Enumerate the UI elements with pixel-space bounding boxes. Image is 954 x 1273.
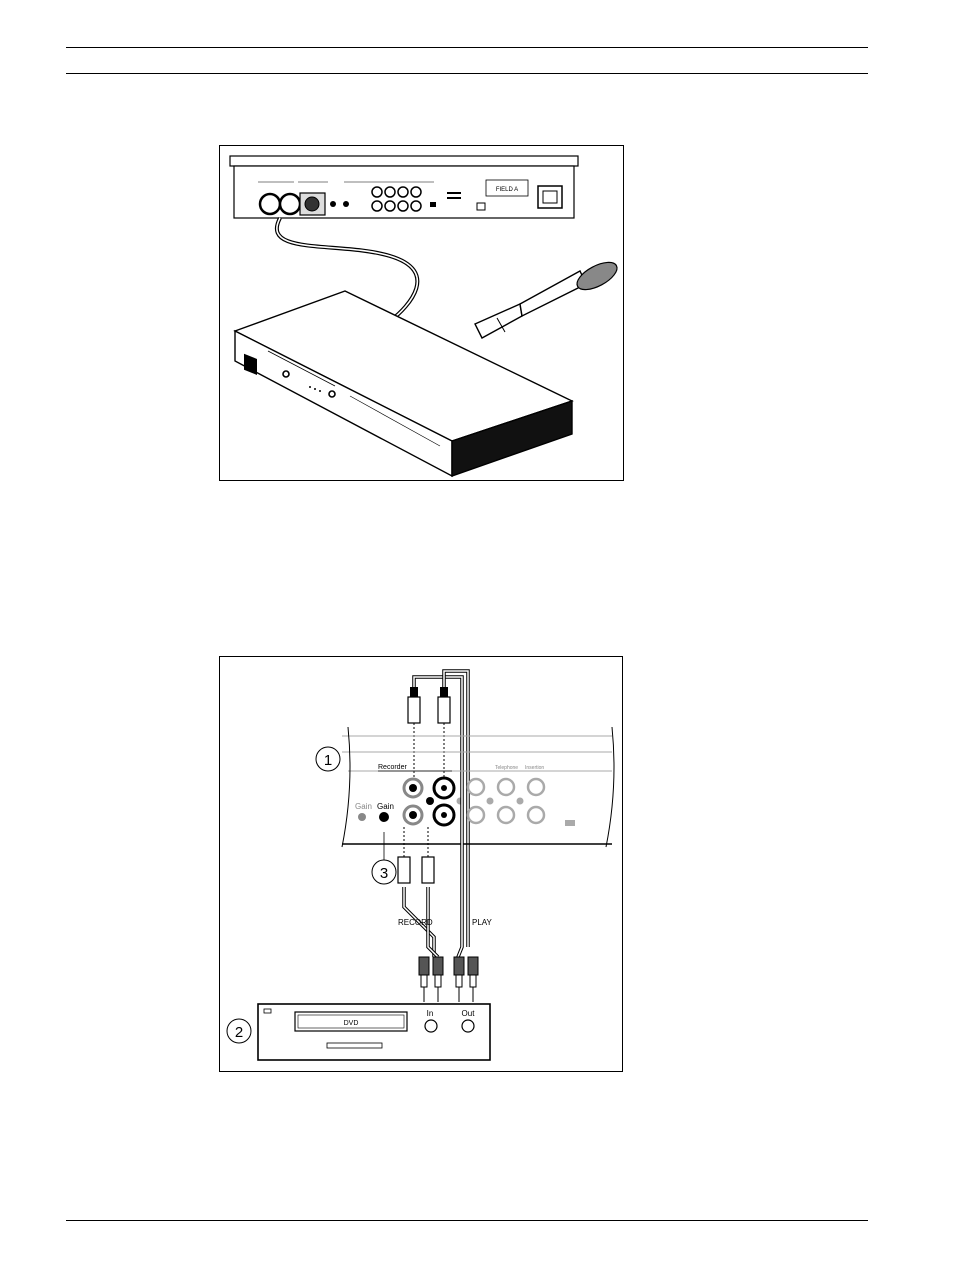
dvd-display-text: DVD (344, 1020, 359, 1027)
figure-recorder-connection: Recorder Telephone Insertion Gain Gain (219, 656, 623, 1072)
rca-plug-bottom-right (422, 827, 434, 883)
rca-plug-bottom-left (398, 827, 410, 883)
dvd-rca-plugs (419, 957, 478, 1002)
dvd-in-label: In (427, 1009, 434, 1018)
gain-label-left: Gain (355, 802, 372, 811)
dvd-recorder-device: DVD In Out (258, 1004, 490, 1060)
insertion-label: Insertion (525, 765, 544, 771)
callout-2: 2 (227, 1019, 251, 1043)
wireless-receiver-box (235, 291, 572, 476)
header-rule-bottom (66, 73, 868, 74)
panel-label-text: FIELD A (496, 187, 518, 193)
svg-text:2: 2 (235, 1024, 243, 1041)
svg-text:1: 1 (324, 752, 332, 769)
record-cable-label: RECORD (398, 918, 433, 927)
dvd-out-label: Out (462, 1009, 476, 1018)
figure-1-illustration: FIELD A (220, 146, 624, 481)
gain-label-right: Gain (377, 802, 394, 811)
rca-plug-top-left (408, 687, 420, 777)
rear-panel-unit: FIELD A (230, 156, 578, 218)
handheld-microphone (475, 257, 621, 338)
svg-text:3: 3 (380, 865, 388, 882)
play-cable-label: PLAY (472, 918, 493, 927)
callout-3: 3 (372, 832, 396, 884)
rca-plug-top-right (438, 687, 450, 777)
recorder-label: Recorder (378, 764, 407, 771)
figure-microphone-connection: FIELD A (219, 145, 624, 481)
header-rule-top (66, 47, 868, 48)
recorder-panel-strip: Recorder Telephone Insertion Gain Gain (342, 727, 614, 847)
footer-rule (66, 1220, 868, 1221)
telephone-label: Telephone (495, 765, 518, 771)
figure-2-illustration: Recorder Telephone Insertion Gain Gain (220, 657, 623, 1072)
callout-1: 1 (316, 747, 340, 771)
